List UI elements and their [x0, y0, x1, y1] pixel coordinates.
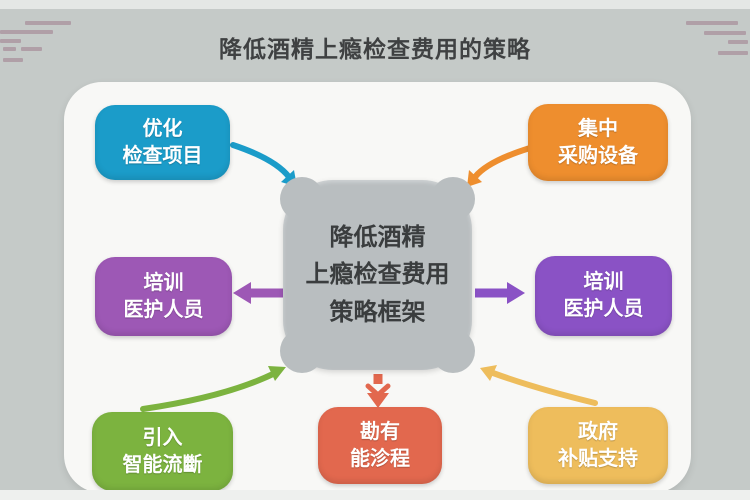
arrow-subsidy-to-center: [480, 365, 598, 406]
arrow-center-to-process: [365, 374, 391, 408]
decor-dash: [686, 21, 738, 25]
node-smart-diagnosis: 引入 智能流斷: [92, 412, 233, 491]
node-label-line: 医护人员: [563, 298, 644, 320]
node-label-line: 能沴程: [350, 447, 410, 470]
node-label-line: 补贴支持: [558, 447, 638, 470]
center-label-line: 降低酒精: [329, 224, 426, 252]
corner-bump: [280, 177, 324, 221]
corner-bump: [431, 329, 475, 373]
corner-bump: [280, 329, 324, 373]
center-label-line: 策略框架: [329, 298, 426, 326]
arrow-center-to-training-left: [233, 282, 283, 304]
corner-bump: [431, 177, 475, 221]
center-label-line: 上瘾检查费用: [305, 261, 450, 289]
node-label-line: 培训: [143, 271, 184, 294]
arrow-smart-to-center: [140, 366, 286, 412]
center-framework-node: 降低酒精 上瘾检查费用 策略框架: [280, 177, 475, 373]
node-label-line: 采购设备: [558, 144, 638, 167]
top-edge-strip: [0, 0, 750, 9]
decor-dash: [21, 47, 42, 51]
node-label-line: 优化: [142, 117, 183, 140]
node-simplify-process: 勘有 能沴程: [318, 407, 442, 484]
node-label-line: 检查项目: [122, 144, 203, 167]
arrow-center-to-training-right: [475, 282, 525, 304]
bottom-edge-strip: [0, 490, 750, 500]
node-label-line: 智能流斷: [122, 453, 203, 476]
node-label-line: 政府: [578, 420, 618, 443]
node-label-line: 医护人员: [123, 298, 204, 321]
page-title: 降低酒精上瘾检查费用的策略: [219, 36, 531, 62]
center-node-label: 降低酒精 上瘾检查费用 策略框架: [283, 180, 472, 370]
node-label-line: 勘有: [360, 420, 400, 443]
node-government-subsidy: 政府 补贴支持: [528, 407, 668, 484]
decor-dash: [704, 31, 746, 35]
arrow-procurement-to-center: [467, 145, 533, 187]
node-train-staff-right: 培训 医护人员: [535, 256, 672, 336]
decor-dash: [3, 58, 23, 62]
node-train-staff-left: 培训 医护人员: [95, 257, 232, 336]
diagram-panel: 优化 检查项目 集中 采购设备 培训 医护人员 培训 医护人员 引入 智能流斷 …: [64, 82, 691, 493]
node-optimize-checks: 优化 检查项目: [95, 105, 230, 180]
decor-dash: [728, 40, 748, 44]
decor-dash: [25, 21, 71, 25]
node-central-procurement: 集中 采购设备: [528, 104, 668, 181]
decor-dash: [0, 39, 21, 43]
decor-dash: [718, 51, 748, 55]
decor-dash: [0, 30, 53, 34]
node-label-line: 集中: [578, 117, 618, 140]
node-label-line: 引入: [142, 426, 183, 449]
decor-dash: [3, 47, 16, 51]
node-label-line: 培训: [583, 271, 624, 293]
